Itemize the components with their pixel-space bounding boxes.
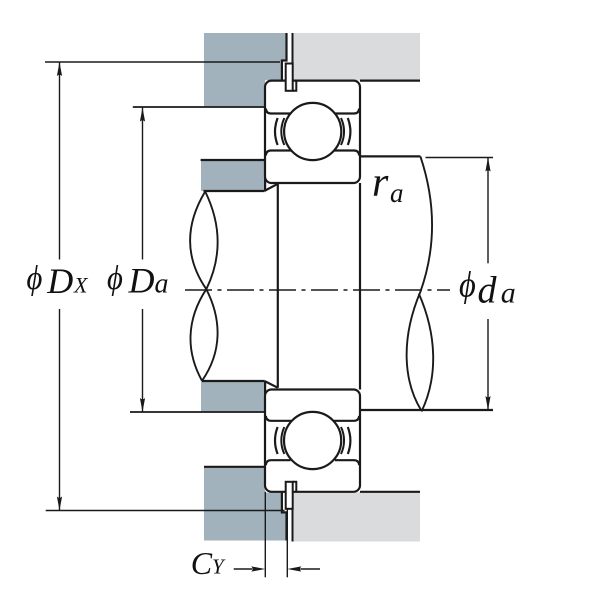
svg-text:r: r (372, 160, 389, 206)
svg-text:C: C (191, 545, 213, 581)
svg-text:D: D (128, 261, 155, 301)
svg-text:ϕ: ϕ (27, 259, 43, 297)
svg-text:X: X (73, 273, 89, 298)
svg-text:d: d (478, 270, 498, 312)
svg-text:a: a (501, 277, 516, 310)
svg-text:ϕ: ϕ (459, 265, 476, 305)
svg-text:a: a (390, 178, 404, 208)
svg-text:D: D (46, 261, 73, 301)
svg-text:Y: Y (212, 555, 226, 579)
svg-text:a: a (155, 269, 169, 300)
svg-text:ϕ: ϕ (107, 259, 123, 297)
